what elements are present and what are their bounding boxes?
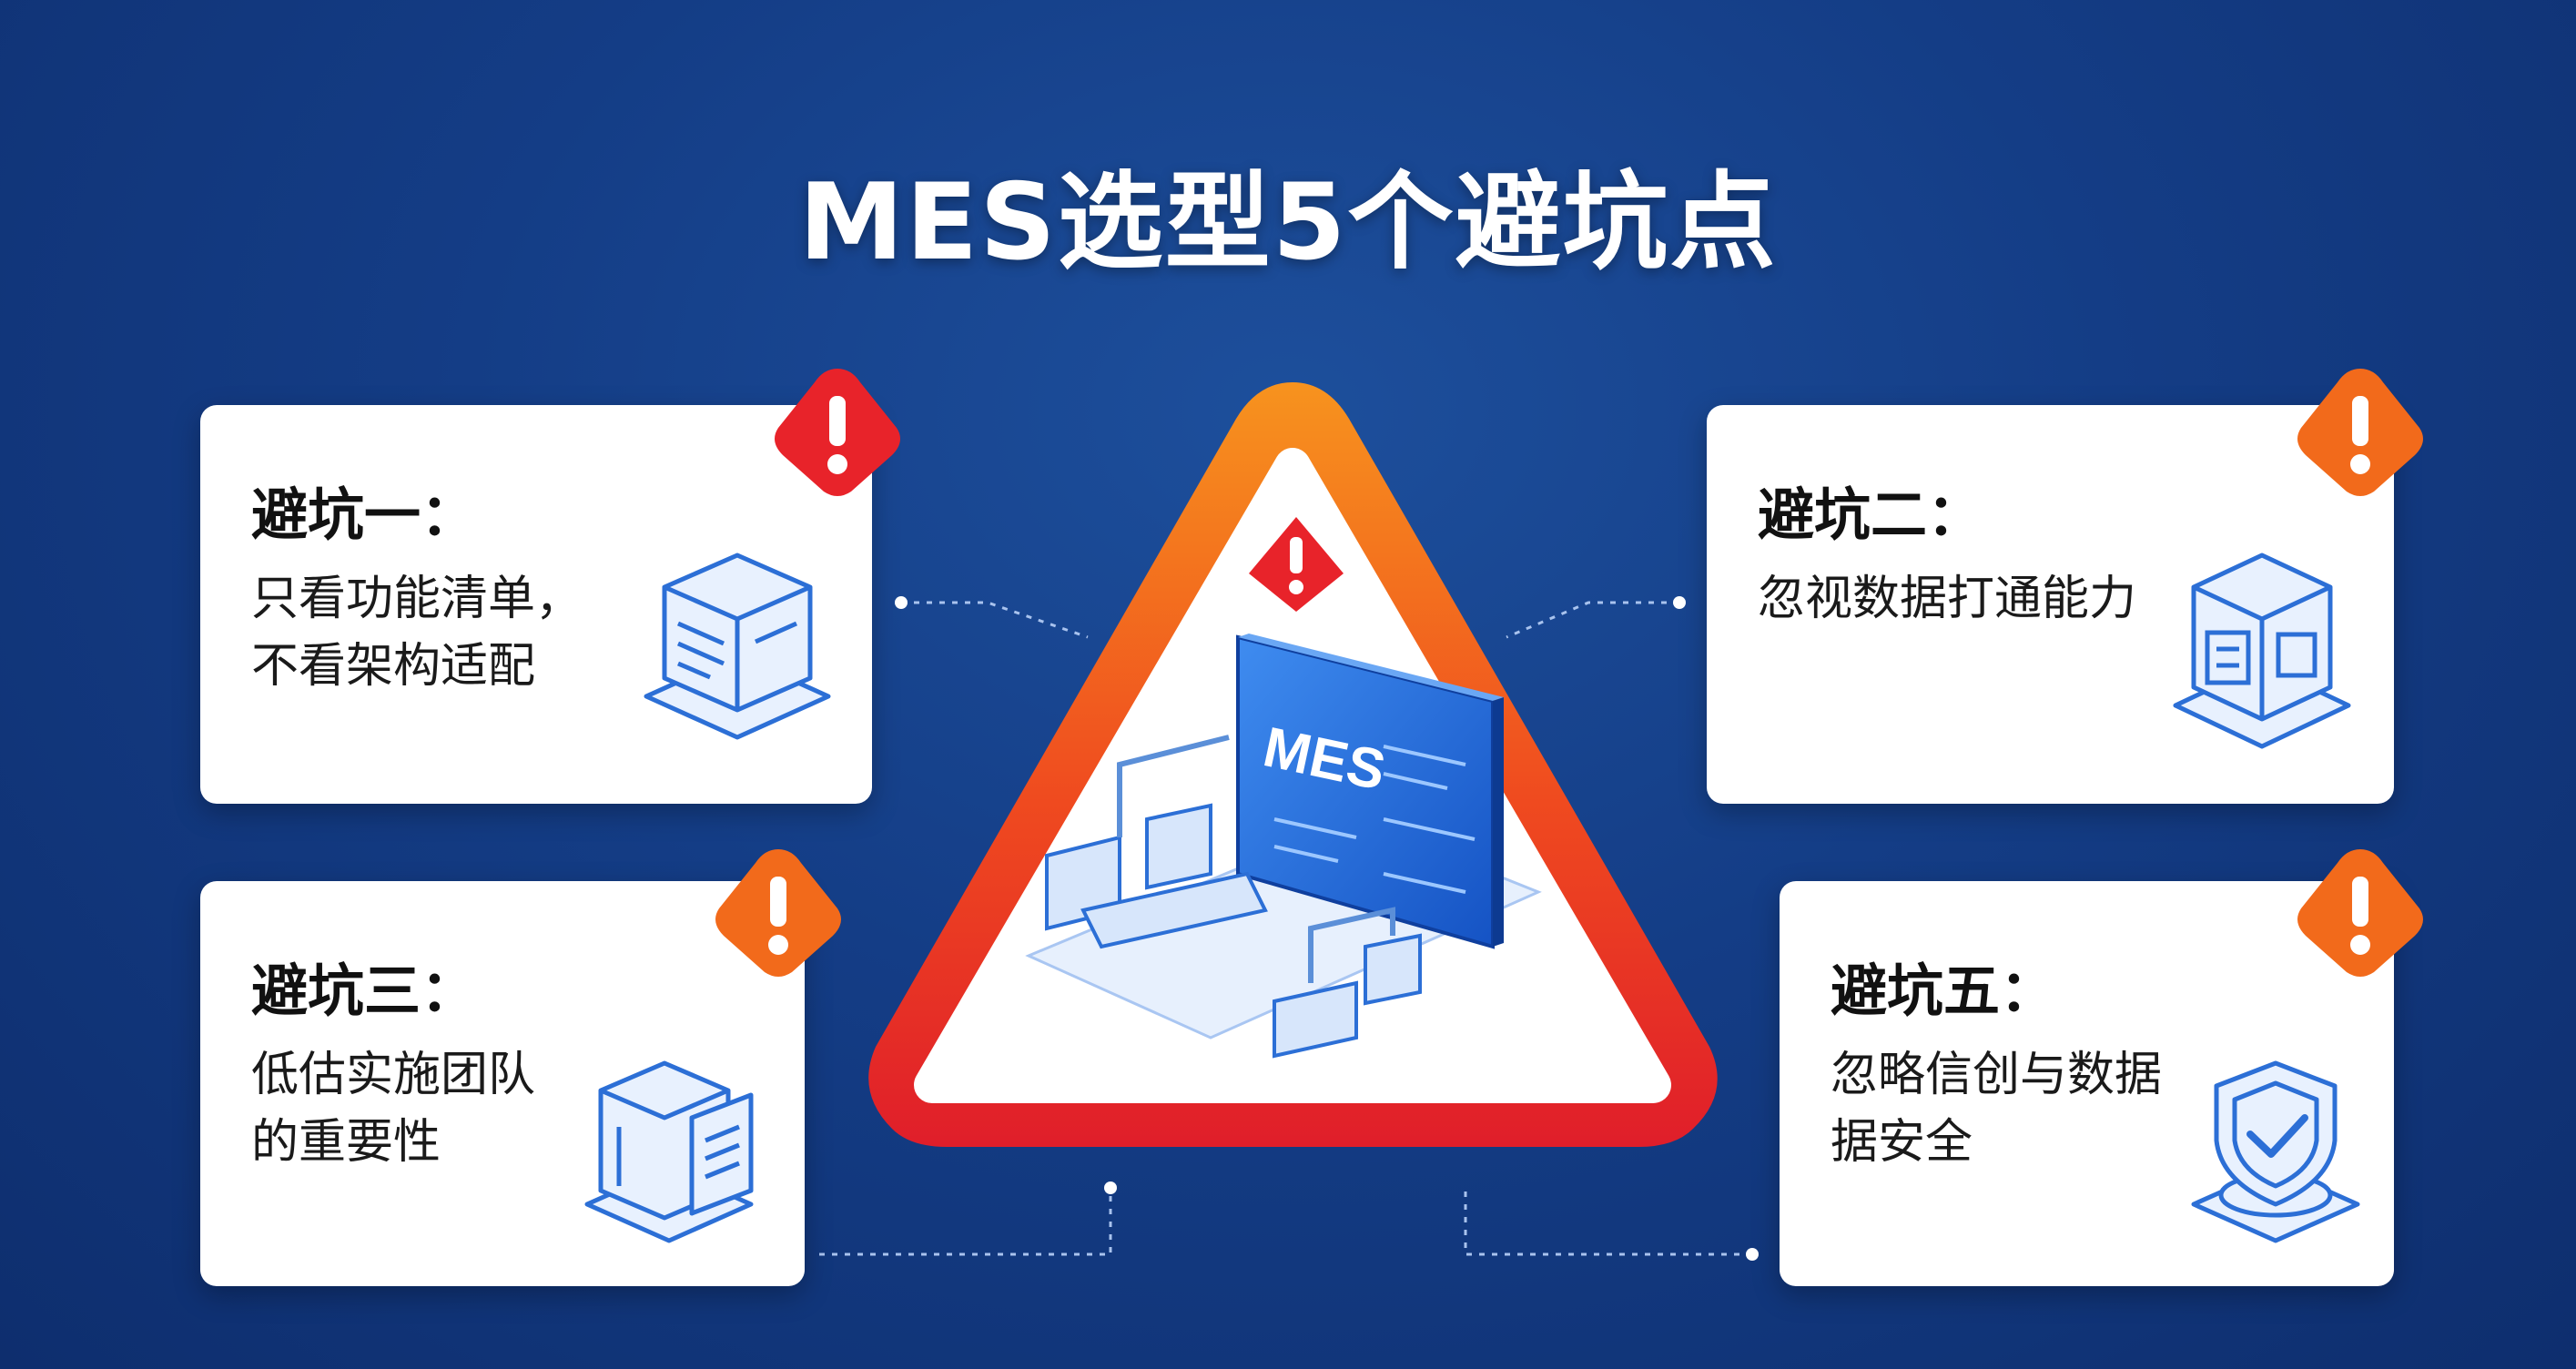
pitfall-card-1: 避坑一： 只看功能清单， 不看架构适配 bbox=[200, 405, 872, 804]
pitfall-heading: 避坑一： bbox=[251, 482, 478, 548]
pitfall-line: 低估实施团队 bbox=[251, 1048, 536, 1102]
pitfall-description: 忽视数据打通能力 bbox=[1758, 565, 2136, 633]
pitfall-card-3: 避坑三： 低估实施团队 的重要性 bbox=[200, 881, 805, 1286]
mes-monitor-icon: MES bbox=[1236, 634, 1504, 949]
pitfall-card-5: 避坑五： 忽略信创与数据 据安全 bbox=[1780, 881, 2394, 1286]
pitfall-line: 忽略信创与数据 bbox=[1831, 1048, 2163, 1102]
warning-icon-orange bbox=[2297, 849, 2423, 977]
pitfall-description: 忽略信创与数据 据安全 bbox=[1831, 1041, 2162, 1176]
pitfall-line: 忽视数据打通能力 bbox=[1758, 572, 2137, 626]
pitfall-heading: 避坑五： bbox=[1831, 958, 2057, 1024]
center-warning-triangle: MES bbox=[868, 382, 1718, 1147]
shield-check-icon bbox=[2191, 1060, 2360, 1243]
warning-icon-red bbox=[775, 369, 900, 496]
pitfall-line: 只看功能清单， bbox=[251, 572, 583, 626]
data-cube-icon bbox=[2173, 553, 2351, 749]
pitfall-heading: 避坑二： bbox=[1758, 482, 1984, 548]
warning-icon-orange bbox=[715, 849, 841, 977]
server-box-icon bbox=[644, 553, 831, 740]
pitfall-line: 不看架构适配 bbox=[251, 639, 536, 694]
page-title: MES选型5个避坑点 bbox=[798, 161, 1778, 284]
pitfall-card-2: 避坑二： 忽视数据打通能力 bbox=[1707, 405, 2394, 804]
pitfall-description: 只看功能清单， 不看架构适配 bbox=[251, 565, 583, 700]
pitfall-description: 低估实施团队 的重要性 bbox=[251, 1041, 535, 1176]
pitfall-heading: 避坑三： bbox=[251, 958, 478, 1024]
warning-icon bbox=[1249, 517, 1344, 612]
pitfall-line: 的重要性 bbox=[251, 1115, 441, 1170]
warning-icon-orange bbox=[2297, 369, 2423, 496]
document-stack-icon bbox=[584, 1060, 754, 1243]
pitfall-line: 据安全 bbox=[1831, 1115, 1973, 1170]
